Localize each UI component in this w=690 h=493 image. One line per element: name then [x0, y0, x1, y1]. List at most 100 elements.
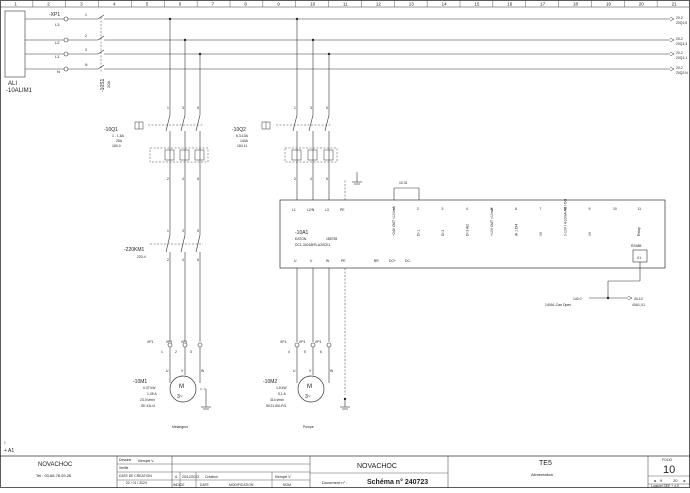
km-top-5: 5: [197, 229, 199, 233]
m1-power: 0,37 kW: [143, 386, 156, 390]
m2-xp-term-1: 4: [288, 350, 290, 354]
cont-ref-4[interactable]: 20-2: [676, 66, 683, 70]
vfd-io-number: 9: [589, 207, 591, 211]
breaker1-range: 1 - 1,6A: [112, 134, 125, 138]
vfd-io-desc: 0-10V / 4-20mA AO / DO: [564, 199, 568, 236]
column-number: 13: [409, 2, 415, 7]
m2-phase: 3~: [305, 394, 311, 400]
tb-rev-by: Klempel V.: [275, 475, 291, 479]
line-label-l1: L1: [55, 54, 60, 59]
line-label-n: N: [57, 69, 60, 74]
tb-rev-date: 20/12/2023: [182, 475, 199, 479]
vfd-in-l1: L1: [292, 208, 296, 212]
m1-xp-label-3: XP1: [181, 340, 188, 344]
km-bot-4: 4: [182, 258, 184, 262]
vfd-name: -10A1: [295, 230, 309, 236]
tb-doc-label: Document n° :: [322, 480, 347, 485]
disconnector-label: -10S1: [100, 78, 106, 92]
column-number: 18: [573, 2, 579, 7]
breaker1-ref: 160-0: [112, 144, 121, 148]
column-number: 9: [277, 2, 280, 7]
m2-xp-label-3: XP1: [315, 340, 322, 344]
line-label-l3: L3: [55, 22, 60, 27]
cont-label-1: 20Q1:5: [676, 21, 687, 25]
cont-ref-3[interactable]: 20-2: [676, 51, 683, 55]
column-number: 17: [540, 2, 546, 7]
m2-caption: Pompe: [303, 425, 314, 429]
tb-footer: Logiciel SEE + 4.0: [651, 484, 679, 488]
m1-speed: 23,0 t/min: [140, 398, 155, 402]
column-number: 1: [14, 2, 17, 7]
vfd-dcplus: DC+: [389, 259, 396, 263]
tb-h-date: DATE: [200, 483, 210, 487]
m2-power: 1,5 kW: [276, 386, 287, 390]
tb-client: NOVACHOC: [357, 463, 397, 470]
line-label-l2: L2: [55, 40, 60, 45]
rs485-cont[interactable]: 40-10: [634, 297, 643, 301]
alim-label: ALI: [8, 81, 17, 87]
b1-bot-6: 6: [197, 177, 199, 181]
vfd-out-w: W: [326, 259, 330, 263]
tb-folio-label: FOLIO: [662, 458, 673, 462]
m1-xp-term-3: 3: [190, 350, 192, 354]
tb-drawn-label: Dessine: [119, 458, 131, 462]
m1-phase: 3~: [177, 394, 183, 400]
contactor-ref: 220-4: [137, 255, 146, 259]
b2-top-3: 3: [310, 106, 312, 110]
vfd-io-desc: 0V: [539, 231, 543, 236]
km-top-1: 1: [167, 229, 169, 233]
tb-prev-arrow[interactable]: ◄: [653, 479, 656, 483]
column-number: 14: [442, 2, 448, 7]
m2-w: W: [330, 369, 334, 373]
alim-name: -10ALIM1: [6, 88, 33, 94]
column-number: 12: [376, 2, 382, 7]
m1-xp-label-1: XP1: [147, 340, 154, 344]
vfd-io-desc: +24V OUT <100mA: [392, 206, 396, 236]
vfd-io-desc: DI 1: [417, 230, 421, 236]
vfd-out-v: V: [310, 259, 313, 263]
m1-xp-label-2: XP1: [166, 340, 173, 344]
column-number: 5: [146, 2, 149, 7]
vfd-io-desc: DI 3 AI2: [466, 224, 470, 236]
phase-tag-n: N: [85, 63, 88, 67]
rs485-ref[interactable]: 140.0: [573, 297, 582, 301]
cont-ref-1[interactable]: 20-2: [676, 16, 683, 20]
column-number: 21: [672, 2, 678, 7]
phase-tag-3: 3: [85, 48, 87, 52]
m1-caption: Melangeur: [172, 425, 189, 429]
contactor-name: -220KM1: [124, 247, 145, 253]
vfd-io-number: 10: [613, 207, 617, 211]
tb-prev[interactable]: 9: [660, 478, 663, 483]
m1-symbol: M: [179, 384, 184, 390]
km-bot-2: 2: [167, 258, 169, 262]
rs485-label: RS485: [631, 244, 641, 248]
vfd-io-number: 2: [417, 207, 419, 211]
b1-top-1: 1: [167, 106, 169, 110]
alim-box: [4, 10, 26, 78]
tb-rev-desc: Creation: [205, 475, 218, 479]
tb-next[interactable]: 20: [673, 478, 678, 483]
disconnector-10s1: [97, 14, 105, 72]
supply-busbars: [68, 18, 670, 70]
b1-top-5: 5: [197, 106, 199, 110]
sheet-ref: + A1: [4, 448, 14, 454]
m1-xp-term-1: 1: [161, 350, 163, 354]
tb-next-arrow[interactable]: ►: [683, 479, 686, 483]
b2-bot-4: 4: [310, 177, 312, 181]
tb-h-index: INDICE: [173, 483, 185, 487]
m2-v: V: [309, 369, 312, 373]
m2-symbol: M: [307, 384, 312, 390]
column-number: 16: [507, 2, 513, 7]
breaker2-ref: 160-11: [237, 144, 247, 148]
tb-page-code: TE5: [539, 460, 552, 467]
tb-h-nom: NOM: [283, 483, 291, 487]
tb-rev-index: A: [175, 475, 178, 479]
b2-top-5: 5: [326, 106, 328, 110]
cont-label-2: 20Q1:3: [676, 42, 687, 46]
m2-xp-label-1: XP1: [280, 340, 287, 344]
vfd-io-desc: Relay: [637, 227, 641, 236]
vfd-io-desc: +10V OUT <10mA: [490, 207, 494, 236]
cont-ref-2[interactable]: 20-2: [676, 37, 683, 41]
breaker1-rating: 25A: [116, 139, 123, 143]
tb-folio: 10: [663, 464, 675, 476]
